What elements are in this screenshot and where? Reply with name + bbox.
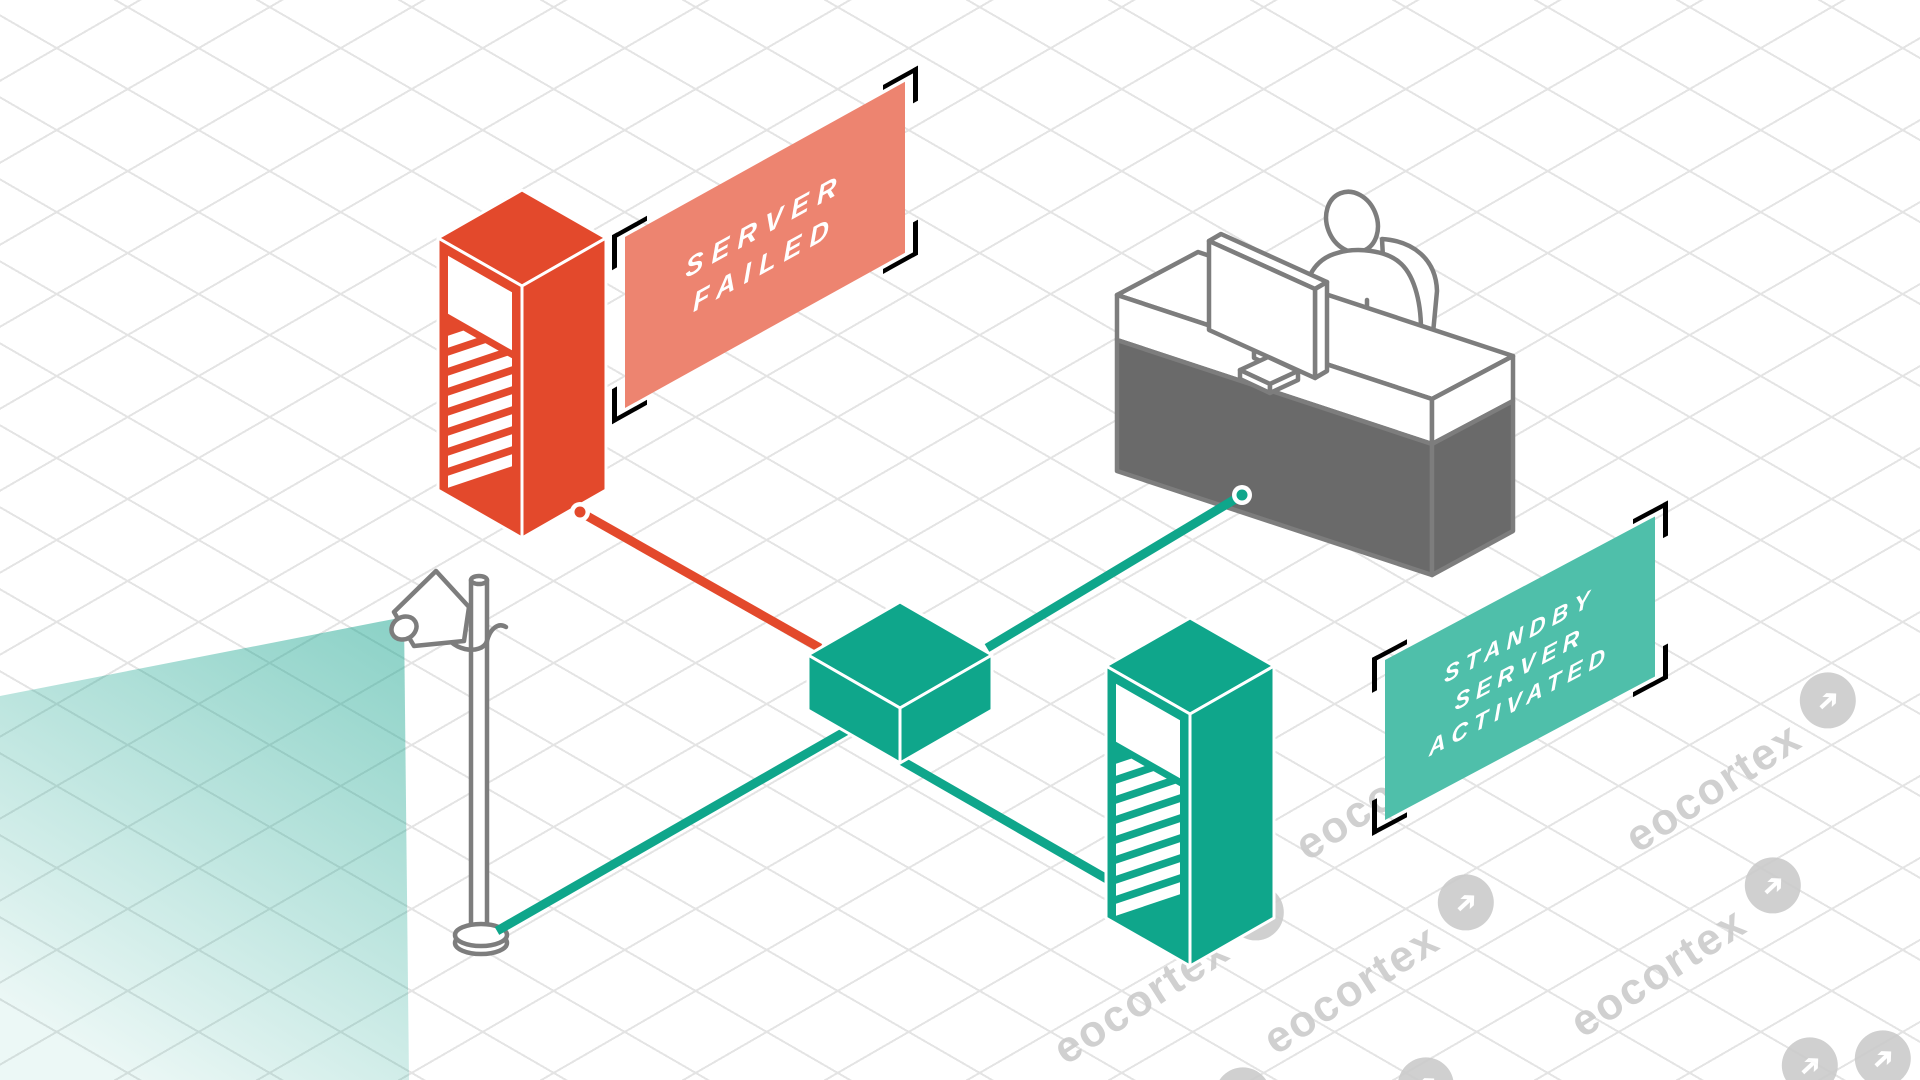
operator-workstation — [1114, 189, 1516, 578]
failed-server-side — [520, 236, 608, 540]
line-cap — [574, 506, 586, 518]
failed-server — [436, 188, 608, 540]
switch-side — [898, 653, 994, 765]
failed-line — [570, 502, 823, 652]
camera-to-switch-line — [494, 727, 849, 935]
desk-to-switch-line — [984, 491, 1245, 652]
pole-base — [452, 921, 510, 949]
camera-lens — [389, 614, 419, 642]
pole-cap — [468, 573, 490, 587]
server-window — [448, 255, 512, 351]
monitor-stand-base-side — [1267, 368, 1301, 396]
network-switch — [806, 600, 994, 765]
standby-server-side — [1188, 664, 1276, 968]
failed-server-to-switch-line — [577, 508, 823, 652]
desk-side-panel — [1429, 398, 1516, 578]
camera-pole — [468, 577, 490, 939]
camera-view-cone — [0, 617, 409, 1080]
monitor-screen — [1206, 238, 1318, 381]
surveillance-camera — [389, 568, 510, 957]
line-cap — [1236, 489, 1248, 501]
server-window — [1116, 683, 1180, 779]
standby-server — [1104, 616, 1276, 968]
